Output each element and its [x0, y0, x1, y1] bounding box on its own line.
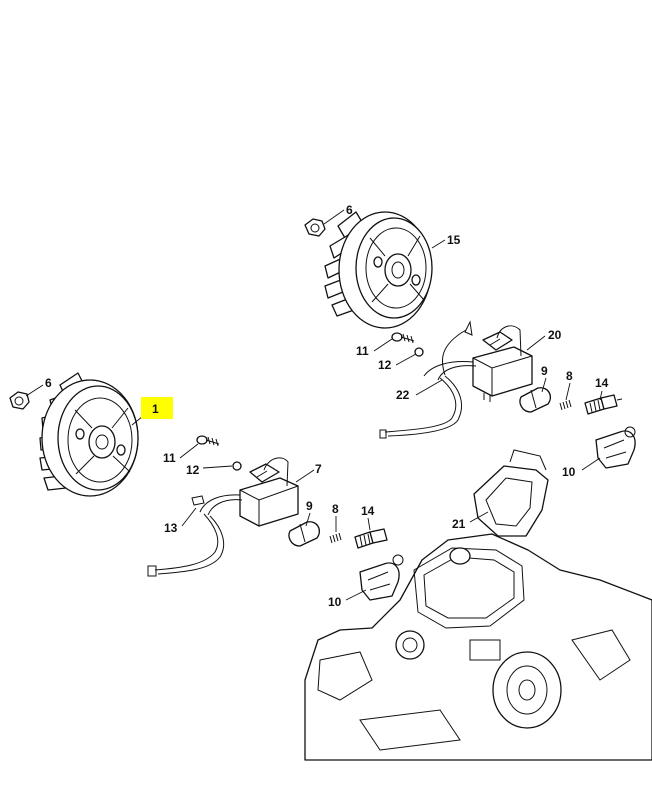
engine-housing[interactable]: [304, 533, 652, 761]
plug-upper[interactable]: [584, 394, 623, 415]
callout-labels: 6 15 11 12 20 22 9 8 14 10 6 1 11 12 7 1…: [45, 203, 609, 609]
callout-14[interactable]: 14: [361, 504, 375, 518]
callout-11[interactable]: 11: [356, 344, 369, 358]
bracket-upper[interactable]: [595, 426, 636, 469]
callout-10[interactable]: 10: [562, 465, 576, 479]
wire-harness-lower[interactable]: [147, 494, 243, 577]
callout-12[interactable]: 12: [186, 463, 200, 477]
flywheel-upper[interactable]: [324, 211, 433, 329]
callout-22[interactable]: 22: [396, 388, 410, 402]
callout-1[interactable]: 1: [152, 402, 159, 416]
callout-21[interactable]: 21: [452, 517, 466, 531]
ignition-module-upper[interactable]: [472, 325, 533, 402]
callout-7[interactable]: 7: [315, 462, 322, 476]
highlight-box: [141, 397, 173, 419]
callout-6[interactable]: 6: [346, 203, 353, 217]
wire-harness-upper[interactable]: [379, 320, 477, 439]
nut-upper[interactable]: [304, 218, 326, 237]
bracket-lower[interactable]: [359, 554, 404, 601]
cover-plate[interactable]: [473, 449, 549, 537]
nut-left[interactable]: [9, 391, 30, 410]
callout-9[interactable]: 9: [306, 499, 313, 513]
callout-12[interactable]: 12: [378, 358, 392, 372]
ignition-module-lower[interactable]: [239, 457, 299, 527]
callout-6[interactable]: 6: [45, 376, 52, 390]
callout-10[interactable]: 10: [328, 595, 342, 609]
callout-8[interactable]: 8: [566, 369, 573, 383]
callout-15[interactable]: 15: [447, 233, 461, 247]
spring-upper[interactable]: [559, 399, 572, 411]
flywheel-left[interactable]: [39, 372, 139, 497]
washer-upper[interactable]: [414, 347, 424, 357]
spark-plug-cap-lower[interactable]: [288, 521, 321, 547]
callout-20[interactable]: 20: [548, 328, 562, 342]
callout-8[interactable]: 8: [332, 502, 339, 516]
callout-14[interactable]: 14: [595, 376, 609, 390]
washer-lower[interactable]: [232, 461, 242, 471]
callout-9[interactable]: 9: [541, 364, 548, 378]
callout-13[interactable]: 13: [164, 521, 178, 535]
callout-11[interactable]: 11: [163, 451, 176, 465]
spring-lower[interactable]: [329, 532, 342, 544]
plug-lower[interactable]: [354, 528, 388, 549]
leader-lines: [25, 209, 603, 601]
screw-lower[interactable]: [196, 435, 220, 447]
spark-plug-cap-upper[interactable]: [519, 387, 552, 413]
screw-upper[interactable]: [391, 332, 415, 344]
